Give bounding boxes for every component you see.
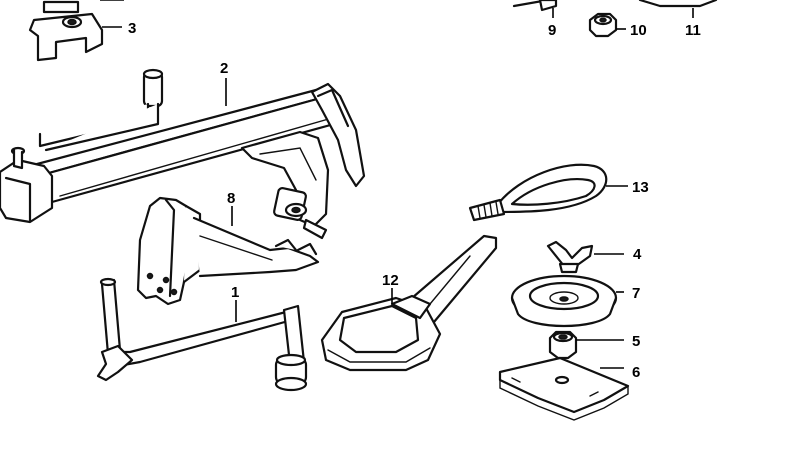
part-7-mounting-disc	[510, 274, 618, 328]
callout-5: 5	[632, 333, 640, 350]
part-9-pin	[512, 0, 558, 12]
callout-6: 6	[632, 364, 640, 381]
part-8-wheel-chock	[136, 196, 320, 306]
part-2-jack	[0, 68, 366, 240]
part-6-base-plate	[498, 356, 630, 421]
callout-11: 11	[685, 22, 701, 39]
callout-1: 1	[231, 284, 239, 301]
part-13-towing-eye	[468, 163, 608, 222]
callout-8: 8	[227, 190, 235, 207]
callout-9: 9	[548, 22, 556, 39]
part-4-wing-nut	[546, 240, 594, 274]
part-12-hex-holder	[320, 234, 498, 372]
part-1-wheel-wrench	[96, 277, 308, 392]
callout-4: 4	[633, 246, 642, 263]
callout-3: 3	[128, 20, 136, 37]
part-5-nut	[548, 330, 578, 360]
callout-10: 10	[630, 22, 647, 39]
callout-7: 7	[632, 285, 640, 302]
part-3-bracket-clip	[28, 0, 104, 62]
part-10-nut	[588, 12, 618, 38]
callout-13: 13	[632, 179, 649, 196]
callout-2: 2	[220, 60, 228, 77]
part-11-plate	[638, 0, 718, 8]
callout-12: 12	[382, 272, 399, 289]
